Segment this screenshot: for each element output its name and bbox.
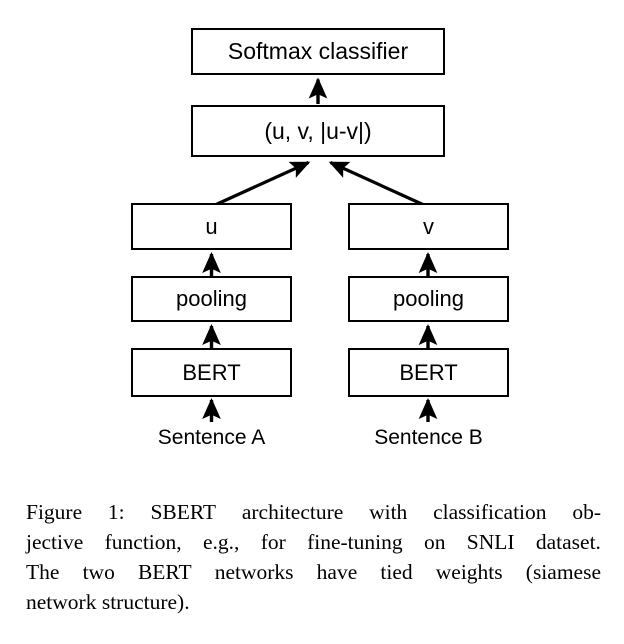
node-embedding-u: u xyxy=(131,203,292,250)
node-embedding-v: v xyxy=(348,203,509,250)
label-sentence-a: Sentence A xyxy=(157,426,266,449)
node-concatenation: (u, v, |u-v|) xyxy=(191,105,445,157)
node-pooling-left: pooling xyxy=(131,276,292,322)
caption-line-4: network structure). xyxy=(26,590,190,614)
diagram-connectors xyxy=(202,77,438,422)
sbert-architecture-diagram: Softmax classifier (u, v, |u-v|) u v poo… xyxy=(131,28,509,449)
node-bert-left: BERT xyxy=(131,348,292,397)
arrow-u-to-concat xyxy=(214,161,311,207)
node-pooling-right: pooling xyxy=(348,276,509,322)
arrow-v-to-concat xyxy=(328,161,425,207)
node-bert-right: BERT xyxy=(348,348,509,397)
node-softmax-classifier: Softmax classifier xyxy=(191,28,445,75)
label-sentence-b: Sentence B xyxy=(374,426,483,449)
